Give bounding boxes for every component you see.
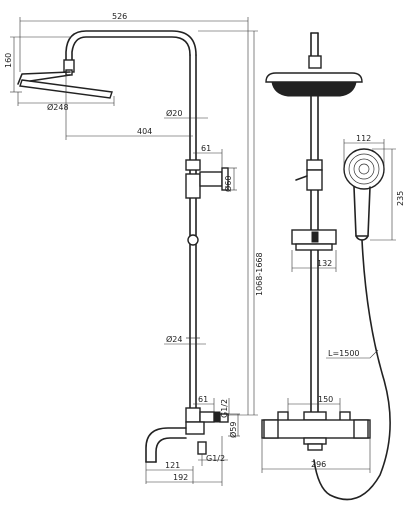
label-head-diameter: Ø248 (47, 102, 69, 112)
thermostatic-mixer (261, 411, 371, 451)
slider-bar-front (291, 229, 337, 251)
hand-shower (343, 148, 385, 241)
dim-overall-width: 526 (19, 12, 249, 415)
riser-pipe (189, 54, 197, 409)
dim-head-height: 160 (4, 36, 70, 93)
label-arm-diameter: Ø20 (166, 108, 182, 118)
dim-arm-diameter: Ø20 (164, 108, 208, 119)
label-mixer-width: 296 (311, 460, 326, 469)
dim-arm-length: 404 (65, 75, 193, 140)
dim-total-height: 1068-1668 (198, 30, 264, 416)
label-head-height: 160 (4, 53, 13, 68)
dim-holder-diameter: Ø60 (223, 167, 237, 192)
dim-inlet-thread-bottom: G1/2 (198, 454, 228, 466)
dim-valve-diameter: Ø59 (228, 413, 240, 438)
overhead-shower-head-side (17, 71, 113, 99)
label-total-height: 1068-1668 (255, 252, 264, 296)
shower-arm (63, 30, 197, 76)
label-valve-diameter: Ø59 (228, 422, 238, 438)
dim-inlet-thread-top: G1/2 (220, 398, 230, 418)
label-holder-offset: 61 (201, 144, 211, 153)
label-spout-length: 121 (165, 461, 180, 470)
overhead-shower-head-front (265, 32, 363, 97)
label-valve-spacing: 150 (318, 395, 333, 404)
label-arm-length: 404 (137, 127, 152, 136)
label-pipe-diameter: Ø24 (166, 334, 182, 344)
dim-spout-length: 121 (145, 461, 194, 484)
label-inlet-thread-bottom: G1/2 (206, 454, 225, 463)
dim-hand-shower-length: 235 (370, 148, 405, 241)
dim-spout-total: 192 (146, 436, 223, 486)
label-hose-length: L=1500 (328, 349, 360, 358)
label-overall-width: 526 (112, 12, 127, 21)
bath-spout-side (145, 427, 207, 463)
diverter-valve-side (185, 407, 229, 435)
riser-pipe-front (310, 95, 319, 413)
dim-holder-offset: 61 (193, 144, 223, 168)
label-hand-shower-length: 235 (396, 191, 405, 206)
dim-hose-length: L=1500 (326, 349, 379, 359)
label-holder-diameter: Ø60 (223, 176, 233, 192)
dim-valve-spacing: 150 (287, 395, 341, 412)
dim-slider-width: 132 (291, 250, 337, 272)
label-valve-offset: 61 (198, 395, 208, 404)
dim-mixer-width: 296 (261, 438, 371, 473)
label-slider-width: 132 (317, 259, 332, 268)
slider-knob (187, 234, 199, 246)
dim-hand-shower-width: 112 (343, 134, 385, 169)
shower-hose (313, 239, 391, 501)
dim-pipe-diameter: Ø24 (164, 334, 206, 345)
dim-valve-offset: 61 (193, 395, 215, 412)
label-spout-total: 192 (173, 473, 188, 482)
riser-holder-front (295, 159, 323, 191)
label-hand-shower-width: 112 (356, 134, 371, 143)
riser-collar (185, 159, 229, 199)
label-inlet-thread-top: G1/2 (220, 399, 229, 418)
